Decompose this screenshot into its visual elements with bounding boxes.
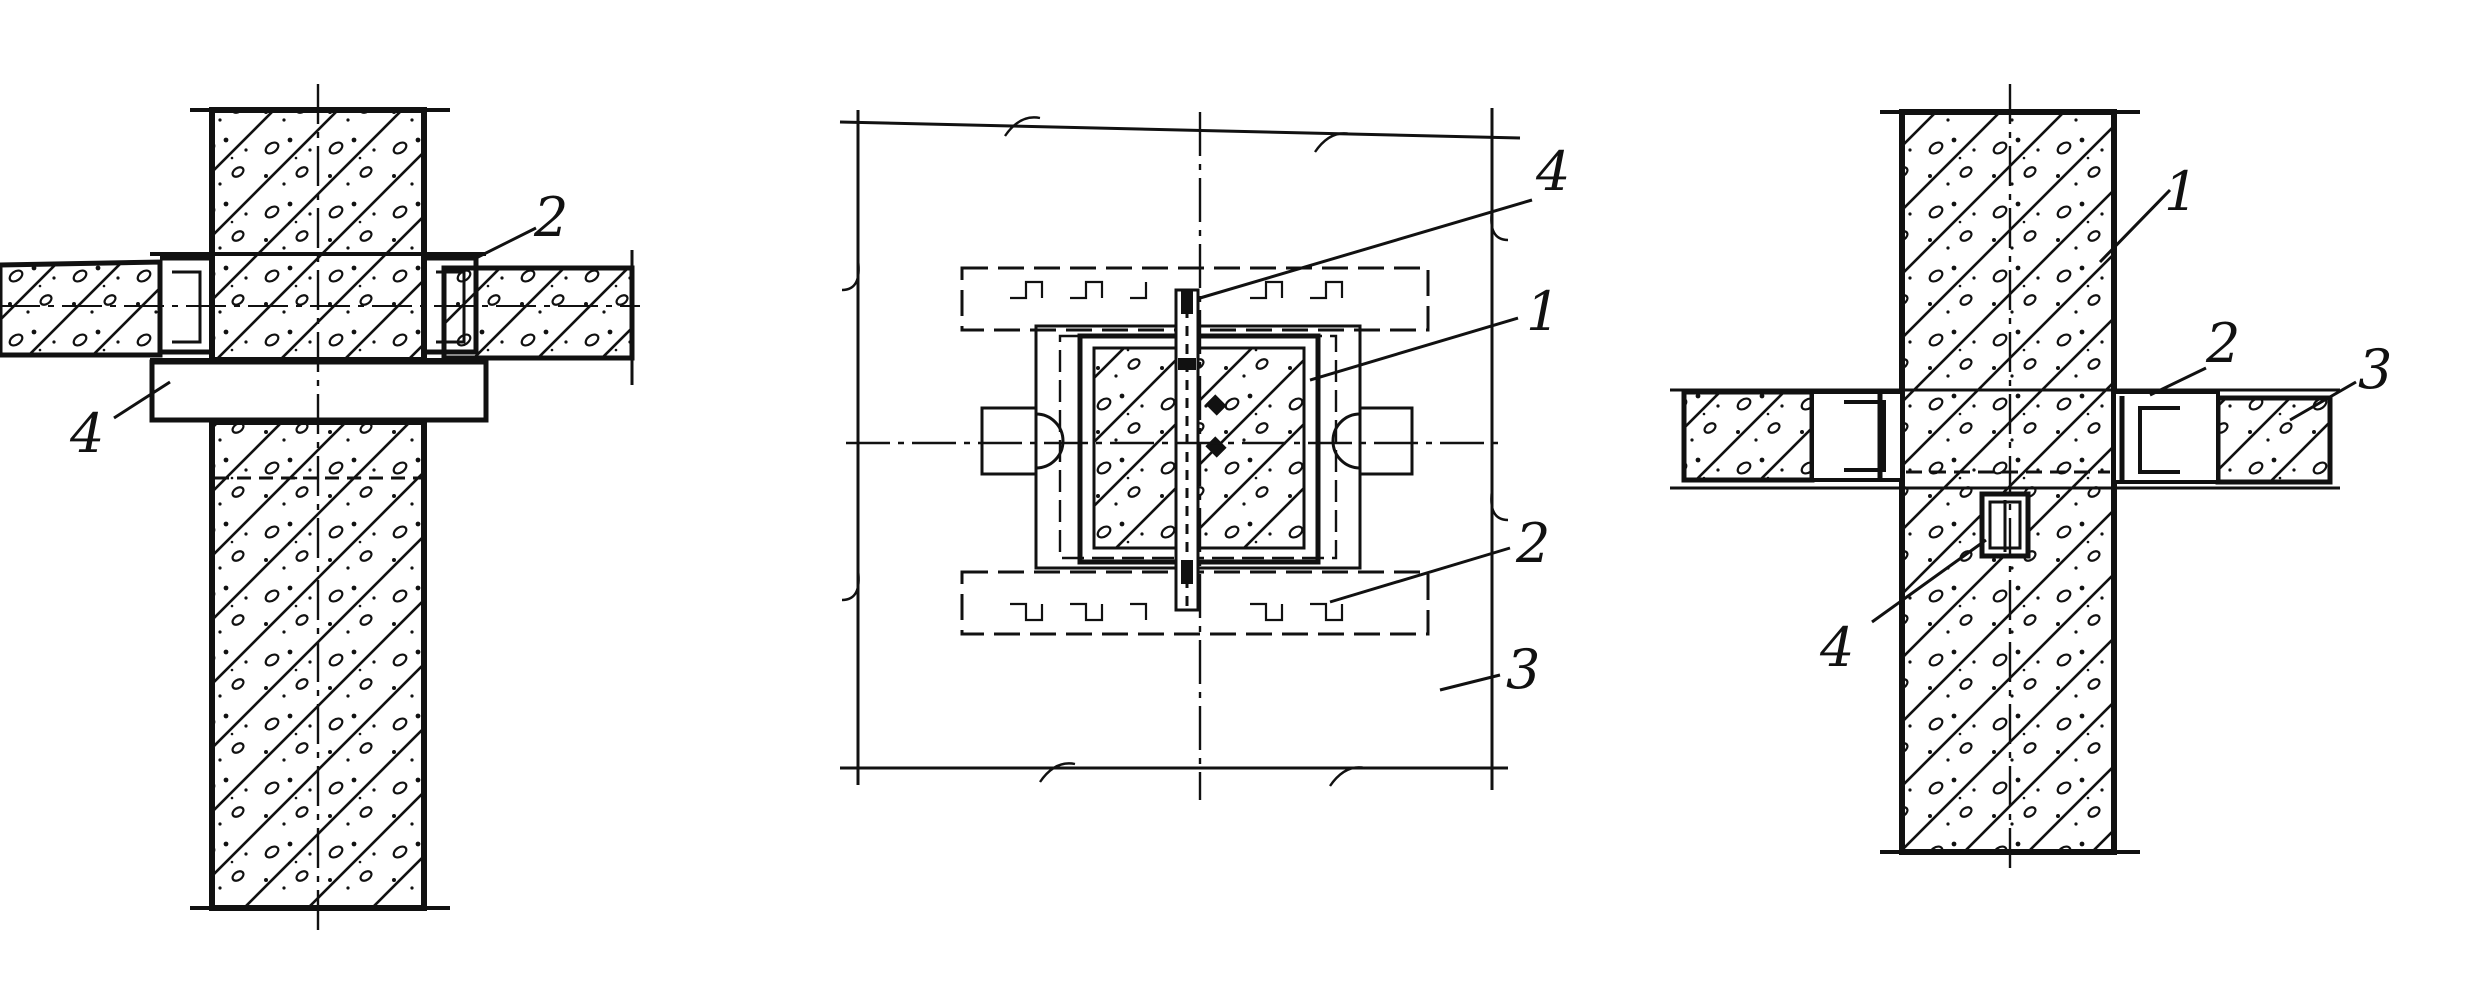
column-upper-segment [190, 107, 450, 363]
callout-2-plan: 2 [1329, 512, 1550, 604]
callout-3-right: 3 [2289, 338, 2392, 422]
callout-1-right: 1 [2098, 160, 2198, 264]
side-brackets [980, 406, 1414, 476]
callout-label: 2 [2205, 312, 2240, 375]
callout-4-right: 4 [1819, 538, 1987, 679]
callout-label: 1 [2164, 160, 2198, 223]
callout-2-left: 2 [475, 186, 568, 260]
callout-1-plan: 1 [1309, 280, 1560, 382]
callout-label: 4 [69, 402, 104, 465]
slab-right [441, 250, 635, 385]
column-lower-segment [190, 419, 450, 911]
callout-2-right: 2 [2149, 312, 2240, 397]
slab-left [0, 259, 163, 358]
callout-3-plan: 3 [1439, 638, 1540, 701]
slab-left [1681, 389, 1815, 483]
callout-label: 4 [1819, 616, 1854, 679]
plan-view: 4 1 2 3 [839, 108, 1570, 800]
column-full [1880, 109, 2140, 855]
callout-label: 1 [1526, 280, 1560, 343]
callout-label: 2 [533, 186, 568, 249]
callout-4-left: 4 [69, 380, 171, 465]
callout-label: 3 [1506, 638, 1540, 701]
axis-lines [0, 84, 640, 938]
callout-label: 3 [2358, 338, 2392, 401]
plan-outline [839, 108, 1521, 790]
callout-label: 2 [1515, 512, 1550, 575]
callout-label: 4 [1535, 140, 1570, 203]
central-bars [1174, 288, 1227, 612]
left-section-view: 2 4 [0, 84, 640, 938]
slab-right [2215, 395, 2333, 485]
callout-4-plan: 4 [1199, 140, 1570, 300]
embedded-anchor [1979, 491, 2031, 559]
right-section-view: 1 2 3 4 [1670, 84, 2392, 872]
plan-axes [846, 112, 1500, 800]
connector-channels [1670, 388, 2340, 490]
